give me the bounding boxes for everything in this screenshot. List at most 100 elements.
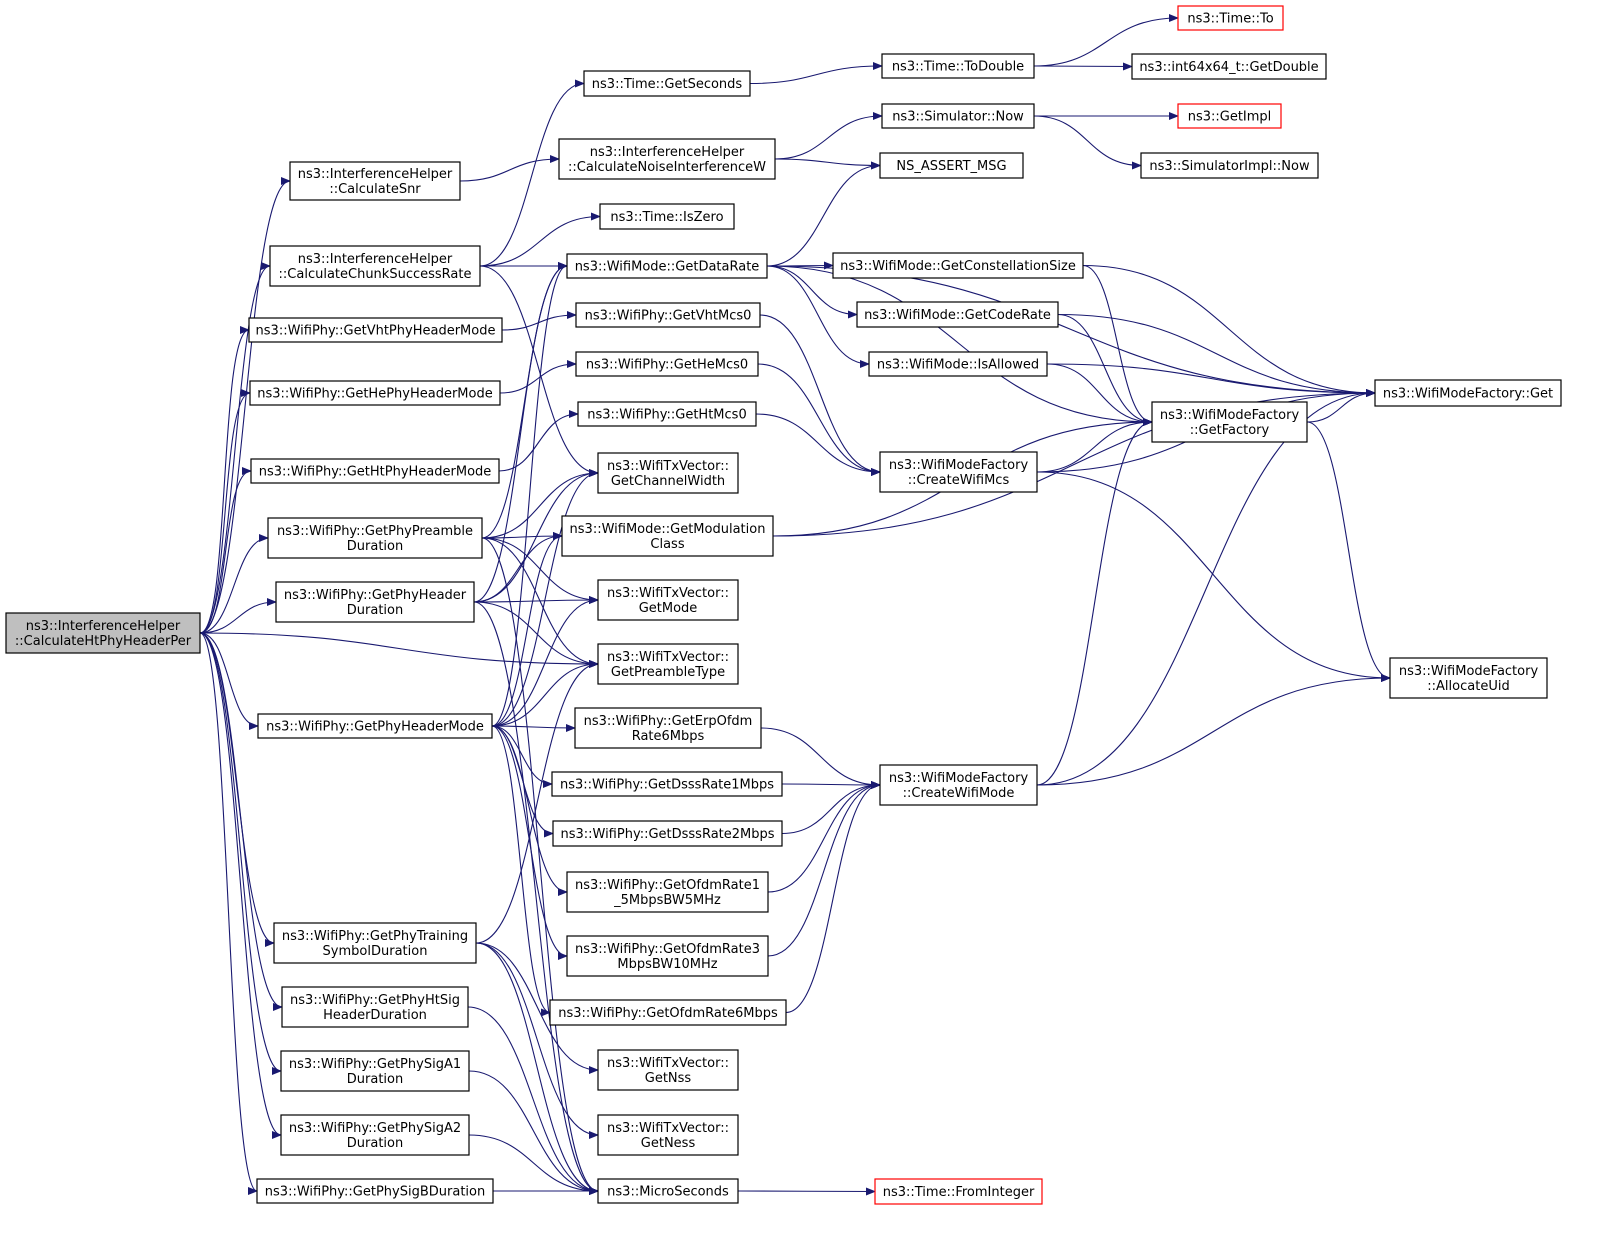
- node-getHeMcs0[interactable]: ns3::WifiPhy::GetHeMcs0: [575, 351, 759, 377]
- node-label-getPhyHtSigHeaderDuration-0: ns3::WifiPhy::GetPhyHtSig: [290, 993, 460, 1008]
- node-txGetNss[interactable]: ns3::WifiTxVector::GetNss: [597, 1049, 739, 1091]
- node-getDsssRate2Mbps[interactable]: ns3::WifiPhy::GetDsssRate2Mbps: [552, 820, 783, 847]
- node-calcHtPhyHeaderPer[interactable]: ns3::InterferenceHelper::CalculateHtPhyH…: [5, 612, 201, 654]
- node-label-simImplNow-0: ns3::SimulatorImpl::Now: [1149, 159, 1310, 174]
- node-box-getModulationClass: [561, 515, 774, 557]
- node-label-isAllowed-0: ns3::WifiMode::IsAllowed: [877, 358, 1039, 373]
- edge-getCodeRate-to-getFactory: [1057, 313, 1153, 426]
- node-int64GetDouble[interactable]: ns3::int64x64_t::GetDouble: [1131, 53, 1327, 80]
- edge-getPhyPreambleDuration-to-getChannelWidth: [481, 469, 599, 539]
- edge-createWifiMode-to-getFactory: [1036, 418, 1153, 786]
- node-box-timeGetSeconds: [583, 70, 751, 97]
- node-getChannelWidth[interactable]: ns3::WifiTxVector::GetChannelWidth: [597, 452, 739, 494]
- node-getOfdmRate1_5[interactable]: ns3::WifiPhy::GetOfdmRate1_5MbpsBW5MHz: [566, 871, 769, 913]
- node-box-getOfdmRate6Mbps: [549, 999, 787, 1026]
- node-label-getOfdmRate1_5-0: ns3::WifiPhy::GetOfdmRate1: [575, 878, 760, 893]
- node-box-nsAssertMsg: [879, 152, 1024, 179]
- node-label-txGetNss-0: ns3::WifiTxVector::: [607, 1056, 729, 1071]
- node-label-txGetPreambleType-1: GetPreambleType: [611, 665, 725, 680]
- node-label-createWifiMcs-1: ::CreateWifiMcs: [908, 473, 1010, 488]
- node-getPhyHeaderMode[interactable]: ns3::WifiPhy::GetPhyHeaderMode: [257, 713, 493, 739]
- node-simulatorNow[interactable]: ns3::Simulator::Now: [881, 103, 1035, 129]
- edge-calcHtPhyHeaderPer-to-getPhyHtSigHeaderDuration: [199, 632, 283, 1011]
- node-getImpl[interactable]: ns3::GetImpl: [1177, 103, 1282, 129]
- edge-getErpOfdmRate6Mbps-to-createWifiMode: [760, 727, 881, 789]
- node-simImplNow[interactable]: ns3::SimulatorImpl::Now: [1140, 152, 1319, 179]
- node-nsAssertMsg[interactable]: NS_ASSERT_MSG: [879, 152, 1024, 179]
- node-createWifiMode[interactable]: ns3::WifiModeFactory::CreateWifiMode: [879, 764, 1038, 806]
- node-getPhySigBDuration[interactable]: ns3::WifiPhy::GetPhySigBDuration: [256, 1178, 494, 1204]
- node-box-getVhtMcs0: [575, 302, 761, 328]
- node-txGetNess[interactable]: ns3::WifiTxVector::GetNess: [597, 1114, 739, 1156]
- edge-isAllowed-to-getFactory: [1046, 363, 1153, 426]
- node-calcNoiseInterference[interactable]: ns3::InterferenceHelper::CalculateNoiseI…: [558, 138, 776, 180]
- node-label-getHeMcs0-0: ns3::WifiPhy::GetHeMcs0: [586, 358, 748, 373]
- node-label-getErpOfdmRate6Mbps-0: ns3::WifiPhy::GetErpOfdm: [584, 714, 753, 729]
- node-getDataRate[interactable]: ns3::WifiMode::GetDataRate: [566, 253, 768, 279]
- node-box-simulatorNow: [881, 103, 1035, 129]
- node-box-getErpOfdmRate6Mbps: [574, 707, 762, 749]
- node-getPhyTrainingSymbolDuration[interactable]: ns3::WifiPhy::GetPhyTrainingSymbolDurati…: [273, 922, 477, 964]
- node-timeTo[interactable]: ns3::Time::To: [1177, 5, 1284, 31]
- node-label-getFactory-1: ::GetFactory: [1190, 423, 1270, 438]
- edge-microSeconds-to-timeFromInteger: [737, 1187, 876, 1196]
- node-label-getPhyHtSigHeaderDuration-1: HeaderDuration: [323, 1008, 427, 1023]
- node-txGetPreambleType[interactable]: ns3::WifiTxVector::GetPreambleType: [597, 643, 739, 685]
- edge-getPhyHeaderMode-to-txGetMode: [491, 596, 599, 727]
- node-getConstellationSize[interactable]: ns3::WifiMode::GetConstellationSize: [832, 252, 1084, 279]
- edge-getPhyTrainingSymbolDuration-to-txGetNss: [475, 942, 599, 1074]
- node-box-calcChunk: [269, 245, 481, 287]
- node-getDsssRate1Mbps[interactable]: ns3::WifiPhy::GetDsssRate1Mbps: [551, 771, 783, 797]
- edge-getPhyHeaderMode-to-txGetPreambleType: [491, 660, 599, 727]
- node-box-createWifiMode: [879, 764, 1038, 806]
- node-box-isAllowed: [868, 351, 1048, 377]
- node-timeFromInteger[interactable]: ns3::Time::FromInteger: [874, 1178, 1043, 1205]
- node-getHePhyHeaderMode[interactable]: ns3::WifiPhy::GetHePhyHeaderMode: [249, 380, 501, 406]
- node-label-getPhySigA1Duration-1: Duration: [347, 1072, 403, 1087]
- node-box-txGetNss: [597, 1049, 739, 1091]
- node-box-calcNoiseInterference: [558, 138, 776, 180]
- node-getVhtPhyHeaderMode[interactable]: ns3::WifiPhy::GetVhtPhyHeaderMode: [248, 317, 503, 343]
- node-box-txGetNess: [597, 1114, 739, 1156]
- node-label-getPhyTrainingSymbolDuration-1: SymbolDuration: [323, 944, 428, 959]
- node-label-nsAssertMsg-0: NS_ASSERT_MSG: [896, 159, 1006, 174]
- node-calcChunk[interactable]: ns3::InterferenceHelper::CalculateChunkS…: [269, 245, 481, 287]
- edge-getHtMcs0-to-createWifiMcs: [755, 413, 881, 476]
- edge-getPhySigA1Duration-to-microSeconds: [468, 1070, 599, 1195]
- node-getHtMcs0[interactable]: ns3::WifiPhy::GetHtMcs0: [577, 401, 757, 427]
- node-label-allocateUid-0: ns3::WifiModeFactory: [1399, 664, 1539, 679]
- node-box-getDsssRate2Mbps: [552, 820, 783, 847]
- edge-getPhyHeaderMode-to-getModulationClass: [491, 532, 563, 727]
- node-label-getHtPhyHeaderMode-0: ns3::WifiPhy::GetHtPhyHeaderMode: [259, 465, 492, 480]
- node-getOfdmRate6Mbps[interactable]: ns3::WifiPhy::GetOfdmRate6Mbps: [549, 999, 787, 1026]
- node-getVhtMcs0[interactable]: ns3::WifiPhy::GetVhtMcs0: [575, 302, 761, 328]
- node-isAllowed[interactable]: ns3::WifiMode::IsAllowed: [868, 351, 1048, 377]
- node-calcSnr[interactable]: ns3::InterferenceHelper::CalculateSnr: [289, 161, 461, 201]
- node-createWifiMcs[interactable]: ns3::WifiModeFactory::CreateWifiMcs: [879, 451, 1038, 493]
- node-txGetMode[interactable]: ns3::WifiTxVector::GetMode: [597, 579, 739, 621]
- node-getFactory[interactable]: ns3::WifiModeFactory::GetFactory: [1151, 401, 1308, 443]
- node-factoryGet[interactable]: ns3::WifiModeFactory::Get: [1374, 379, 1562, 407]
- node-label-int64GetDouble-0: ns3::int64x64_t::GetDouble: [1139, 60, 1318, 75]
- node-timeToDouble[interactable]: ns3::Time::ToDouble: [881, 53, 1035, 79]
- node-timeIsZero[interactable]: ns3::Time::IsZero: [599, 203, 735, 230]
- node-box-getPhySigBDuration: [256, 1178, 494, 1204]
- edge-calcChunk-to-timeGetSeconds: [479, 79, 585, 267]
- node-getCodeRate[interactable]: ns3::WifiMode::GetCodeRate: [856, 301, 1059, 328]
- node-microSeconds[interactable]: ns3::MicroSeconds: [597, 1178, 739, 1204]
- edge-calcHtPhyHeaderPer-to-getPhyHeaderDuration: [199, 598, 277, 634]
- node-label-calcChunk-0: ns3::InterferenceHelper: [298, 252, 453, 267]
- node-timeGetSeconds[interactable]: ns3::Time::GetSeconds: [583, 70, 751, 97]
- edge-getDsssRate2Mbps-to-createWifiMode: [781, 781, 881, 835]
- edge-calcHtPhyHeaderPer-to-getPhySigA2Duration: [199, 632, 282, 1139]
- node-getHtPhyHeaderMode[interactable]: ns3::WifiPhy::GetHtPhyHeaderMode: [250, 458, 500, 484]
- node-allocateUid[interactable]: ns3::WifiModeFactory::AllocateUid: [1389, 657, 1548, 699]
